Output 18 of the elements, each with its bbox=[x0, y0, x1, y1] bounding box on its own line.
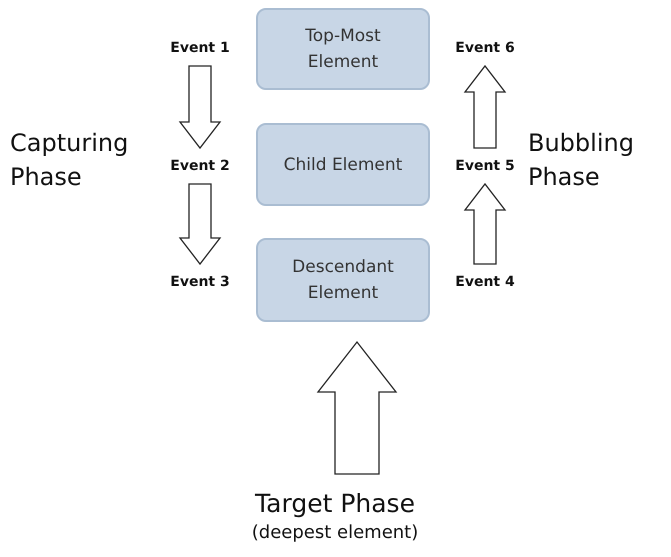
block-arrow bbox=[178, 183, 222, 266]
block-arrow bbox=[464, 182, 506, 265]
element-box: Child Element bbox=[256, 123, 430, 206]
phase-subtitle: (deepest element) bbox=[252, 521, 418, 545]
event-label: Event 6 bbox=[445, 38, 525, 58]
element-box: Top-Most Element bbox=[256, 8, 430, 90]
event-label: Event 5 bbox=[445, 156, 525, 176]
block-arrow bbox=[464, 64, 506, 149]
phase-label: Bubbling Phase bbox=[528, 128, 635, 193]
phase-label: Capturing Phase bbox=[10, 128, 130, 193]
event-label: Event 3 bbox=[160, 272, 240, 292]
event-label: Event 1 bbox=[160, 38, 240, 58]
event-label: Event 2 bbox=[160, 156, 240, 176]
block-arrow bbox=[178, 65, 222, 150]
phase-title: Target Phase bbox=[255, 488, 415, 520]
element-box: Descendant Element bbox=[256, 238, 430, 322]
block-arrow bbox=[316, 340, 398, 475]
event-label: Event 4 bbox=[445, 272, 525, 292]
